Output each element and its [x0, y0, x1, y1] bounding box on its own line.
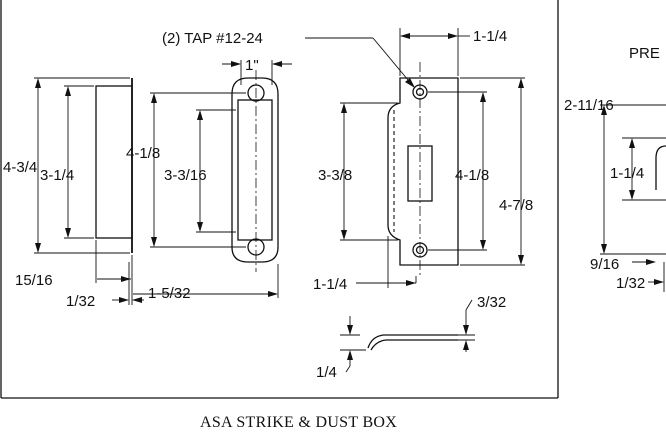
- dim-strike-lip-width: 1-1/4: [313, 276, 347, 293]
- dim-box-side-height: 4-1/8: [126, 145, 160, 162]
- dim-strike-height: 4-7/8: [499, 197, 533, 214]
- dim-rp-lip: 1/32: [616, 275, 645, 292]
- dim-rp-depth: 9/16: [590, 256, 619, 273]
- dim-box-height: 4-3/4: [3, 159, 37, 176]
- drawing-frame: [0, 0, 559, 399]
- dim-strike-lip-rise: 1/4: [316, 364, 337, 381]
- dim-strike-hole-spacing: 4-1/8: [455, 167, 489, 184]
- dim-strike-width: 1-1/4: [473, 28, 507, 45]
- dim-one-inch: 1": [245, 57, 259, 74]
- strike-plate-view: [305, 28, 525, 288]
- strike-profile-view: [340, 299, 475, 373]
- dim-rp-height: 2-11/16: [564, 97, 614, 114]
- dim-box-inner: 3-1/4: [40, 167, 74, 184]
- dust-box-front-view: [34, 77, 144, 305]
- right-panel-partial-view: [600, 104, 666, 292]
- dim-box-width: 1-5/32: [148, 285, 191, 302]
- dim-box-side-inner: 3-3/16: [164, 167, 207, 184]
- drawing-caption: ASA STRIKE & DUST BOX: [200, 414, 397, 431]
- dim-strike-opening: 3-3/8: [318, 167, 352, 184]
- right-panel-title: PRE: [629, 45, 660, 62]
- dim-box-depth: 15/16: [15, 272, 53, 289]
- tap-note-label: (2) TAP #12-24: [162, 30, 263, 47]
- dim-rp-inner: 1-1/4: [610, 165, 644, 182]
- dim-strike-thickness: 3/32: [477, 294, 506, 311]
- dust-box-side-view: [133, 60, 292, 298]
- dim-box-lip: 1/32: [66, 293, 95, 310]
